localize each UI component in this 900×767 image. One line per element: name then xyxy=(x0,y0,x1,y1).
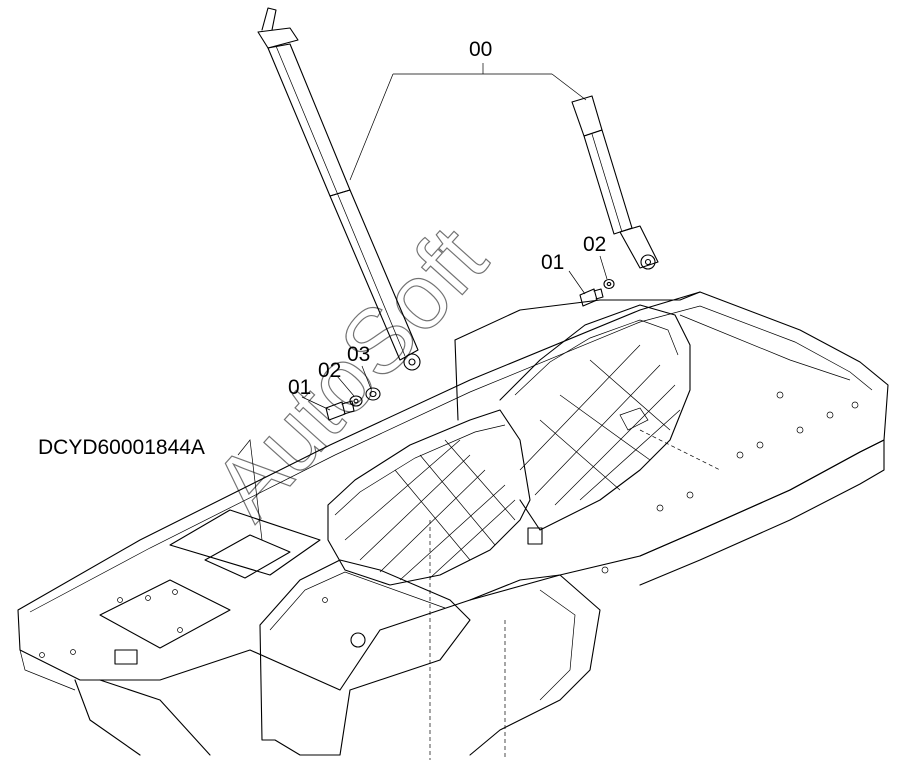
right-bolt xyxy=(579,288,604,307)
callout-right-bolt: 01 xyxy=(541,251,564,274)
callout-left-washer: 02 xyxy=(318,359,341,382)
left-gas-strut xyxy=(257,7,421,371)
right-gas-strut xyxy=(571,95,659,270)
callout-left-bolt: 01 xyxy=(288,376,311,399)
right-washer xyxy=(603,278,615,290)
callout-left-spacer: 03 xyxy=(347,343,370,366)
drawing-code: DCYD60001844A xyxy=(38,436,205,459)
left-bolt xyxy=(325,400,355,421)
callout-right-washer: 02 xyxy=(583,233,606,256)
leader-lines xyxy=(237,63,608,541)
deck-holes xyxy=(39,391,859,658)
callout-assembly: 00 xyxy=(469,38,492,61)
left-spacer xyxy=(365,387,381,401)
operator-seat xyxy=(327,304,691,586)
left-washer xyxy=(349,395,363,407)
operator-frame xyxy=(17,291,889,760)
watermark-text: AutoSoft xyxy=(194,208,506,539)
